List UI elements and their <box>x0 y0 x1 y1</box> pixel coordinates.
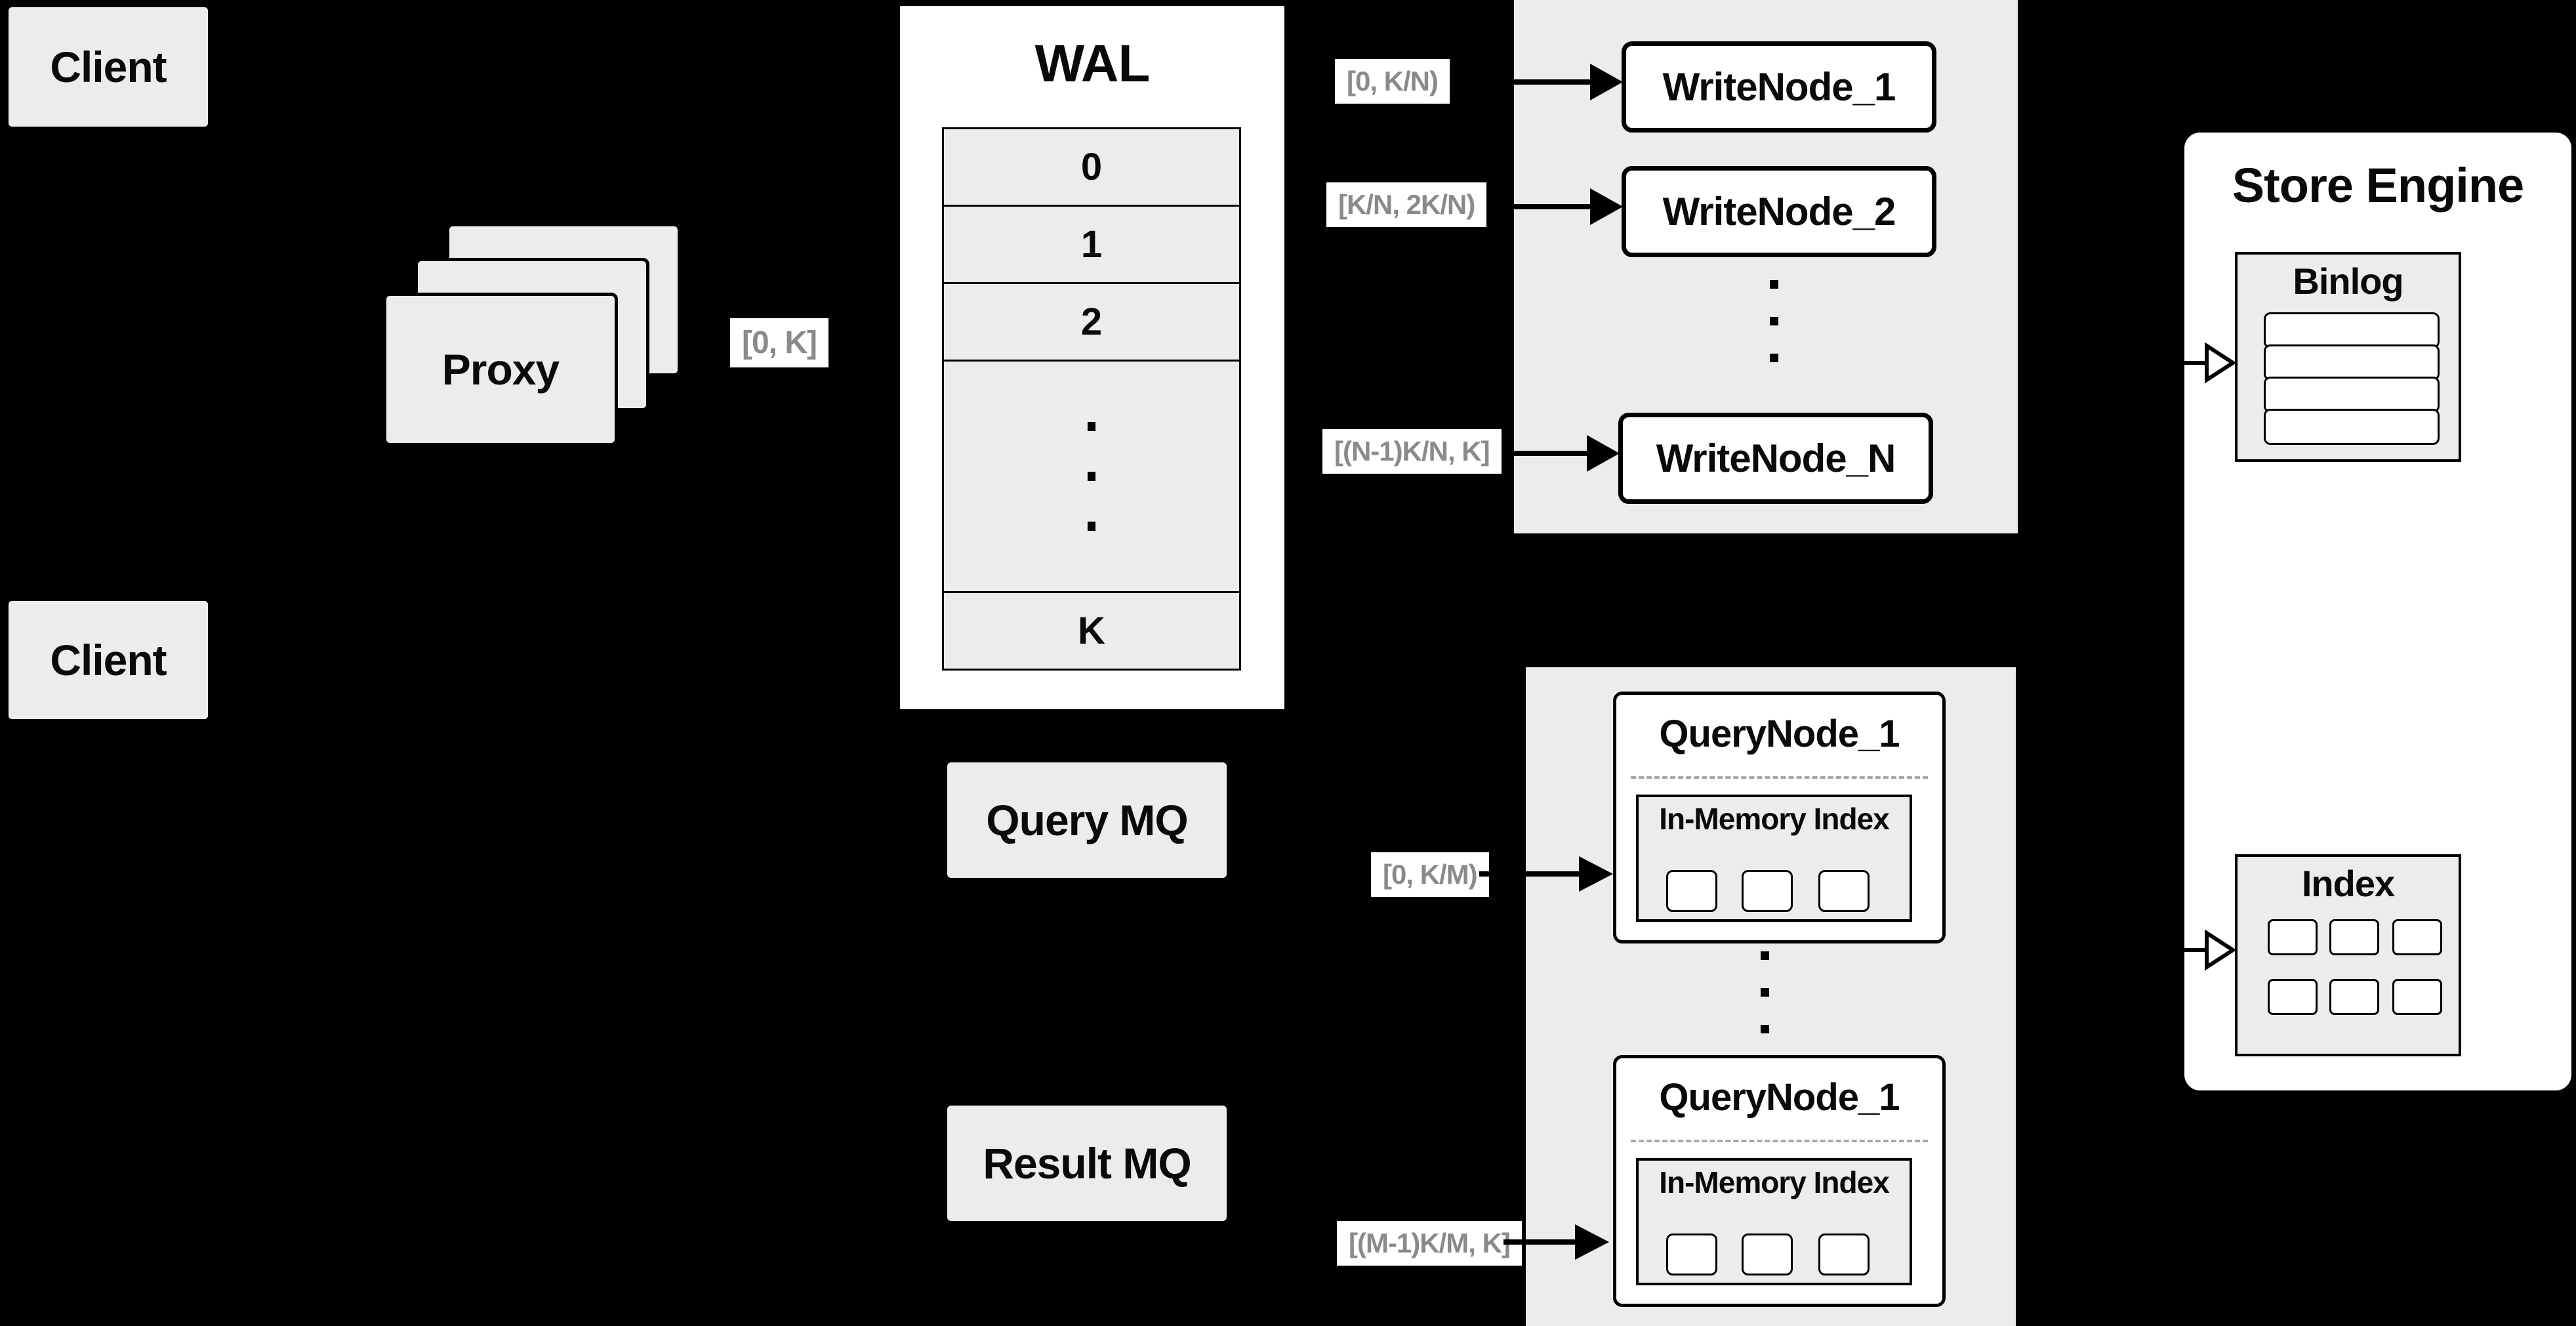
index-cell <box>1818 1233 1870 1275</box>
client-top-label: Client <box>50 43 167 91</box>
index-cell <box>1666 1233 1717 1275</box>
index-cell <box>2268 979 2318 1015</box>
index-title: Index <box>2301 863 2395 904</box>
dot <box>1088 522 1095 531</box>
client-box-bottom: Client <box>7 599 210 721</box>
wal-row-k: K <box>944 591 1239 669</box>
writenode-n-label: WriteNode_N <box>1656 436 1896 480</box>
result-mq-box: Result MQ <box>946 1104 1228 1222</box>
writenode-1-label: WriteNode_1 <box>1662 65 1896 109</box>
range-label-writenode-n: [(N-1)K/N, K] <box>1322 429 1502 474</box>
dot <box>1770 354 1778 362</box>
dot <box>1088 422 1095 431</box>
binlog-row <box>2264 344 2440 381</box>
range-label-querynode-top: [0, K/M) <box>1371 852 1489 897</box>
in-memory-index-bottom-box: In-Memory Index <box>1636 1158 1912 1285</box>
index-cell <box>2392 919 2442 955</box>
proxy-card-front: Proxy <box>383 293 618 446</box>
writenode-1-box: WriteNode_1 <box>1622 41 1936 133</box>
in-memory-index-top-title: In-Memory Index <box>1659 802 1890 836</box>
wal-row-1: 1 <box>944 205 1239 282</box>
index-cell <box>2392 979 2442 1015</box>
binlog-row <box>2264 409 2440 445</box>
wal-row-2: 2 <box>944 282 1239 360</box>
writenode-n-box: WriteNode_N <box>1618 413 1933 504</box>
wal-table: 0 1 2 K <box>942 127 1241 671</box>
dot <box>1770 317 1778 325</box>
store-engine-box: Store Engine Binlog Index <box>2182 130 2574 1093</box>
wal-box: WAL 0 1 2 K <box>897 3 1287 712</box>
writenode-2-label: WriteNode_2 <box>1662 190 1896 234</box>
index-box: Index <box>2235 854 2461 1056</box>
dot <box>1088 472 1095 481</box>
wal-row-0: 0 <box>944 129 1239 205</box>
store-engine-title: Store Engine <box>2232 158 2524 213</box>
index-cell <box>2329 919 2379 955</box>
range-label-querynode-bottom: [(M-1)K/M, K] <box>1337 1221 1522 1266</box>
writenode-2-box: WriteNode_2 <box>1622 166 1936 257</box>
query-mq-label: Query MQ <box>986 796 1188 844</box>
dashed-separator <box>1631 1140 1928 1142</box>
dot <box>1761 951 1769 960</box>
in-memory-index-bottom-title: In-Memory Index <box>1659 1165 1890 1199</box>
range-label-writenode-2: [K/N, 2K/N) <box>1326 182 1487 227</box>
proxy-label: Proxy <box>441 345 560 394</box>
index-cell <box>1818 870 1870 912</box>
index-cell <box>1742 870 1793 912</box>
result-mq-label: Result MQ <box>983 1139 1191 1188</box>
querynode-top-title: QueryNode_1 <box>1659 713 1900 755</box>
wal-title: WAL <box>1034 34 1151 93</box>
querynode-bottom-title: QueryNode_1 <box>1659 1076 1900 1119</box>
binlog-box: Binlog <box>2235 252 2461 462</box>
dot <box>1770 280 1778 289</box>
client-box-top: Client <box>7 5 210 129</box>
binlog-row <box>2264 312 2440 348</box>
querynode-top-box: QueryNode_1 In-Memory Index <box>1613 692 1946 943</box>
index-cell <box>2268 919 2318 955</box>
client-bottom-label: Client <box>50 636 167 684</box>
binlog-title: Binlog <box>2293 260 2403 302</box>
in-memory-index-top-box: In-Memory Index <box>1636 795 1912 922</box>
dot <box>1761 988 1769 997</box>
querynode-bottom-box: QueryNode_1 In-Memory Index <box>1613 1055 1946 1307</box>
binlog-row <box>2264 377 2440 413</box>
dot <box>1761 1025 1769 1033</box>
range-label-writenode-1: [0, K/N) <box>1335 59 1450 104</box>
wal-ellipsis-dots <box>944 360 1239 591</box>
range-label-proxy-to-wal: [0, K] <box>730 318 828 367</box>
dashed-separator <box>1631 776 1928 779</box>
index-cell <box>1666 870 1717 912</box>
querynode-ellipsis-dots <box>1761 951 1769 1033</box>
index-cell <box>2329 979 2379 1015</box>
index-cell <box>1742 1233 1793 1275</box>
query-mq-box: Query MQ <box>946 761 1228 879</box>
writenode-ellipsis-dots <box>1770 280 1778 362</box>
